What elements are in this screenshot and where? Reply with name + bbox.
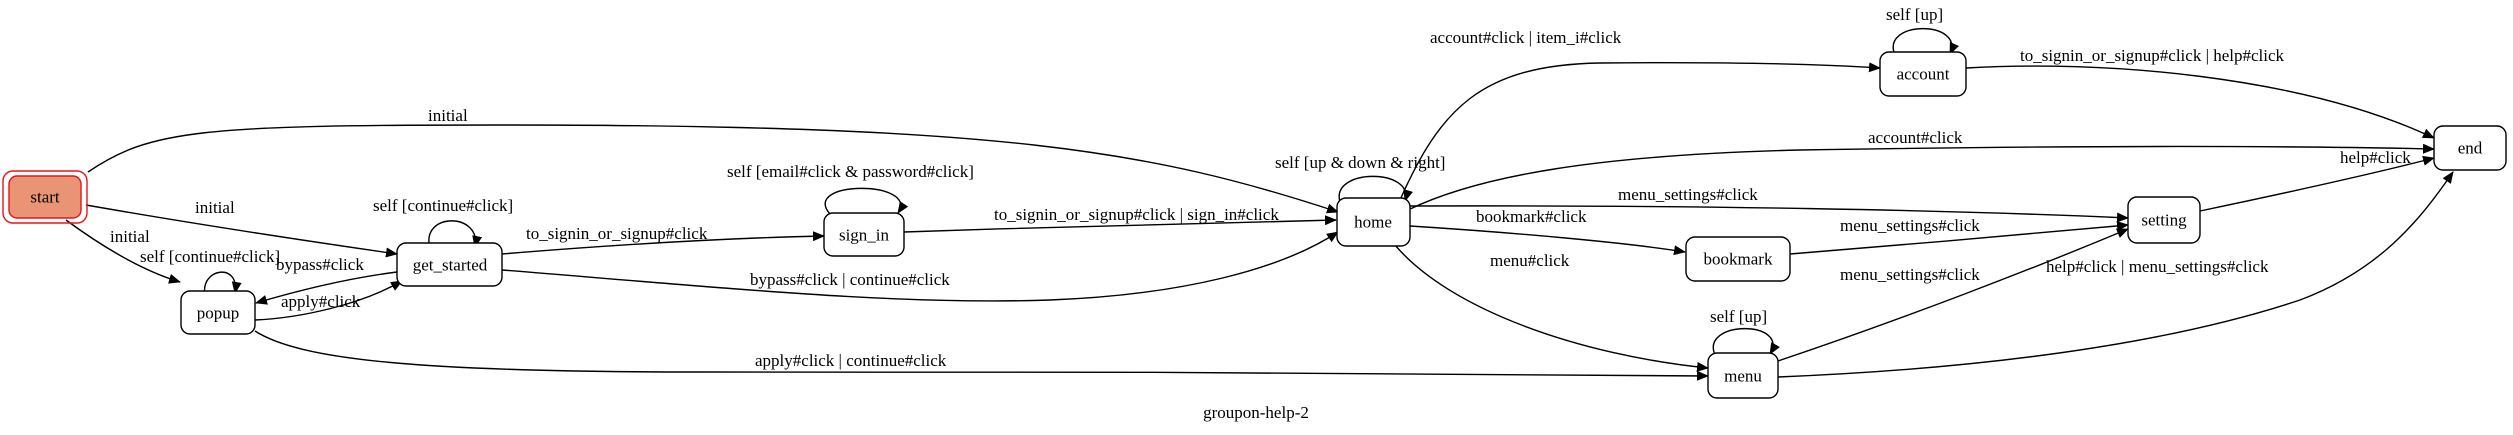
node-label-home: home: [1354, 213, 1392, 232]
edge-label-sign-in-self: self [email#click & password#click]: [727, 162, 974, 181]
edge-label-home-menu: menu#click: [1490, 251, 1570, 270]
node-sign-in: sign_in: [823, 212, 905, 257]
diagram-caption: groupon-help-2: [1203, 403, 1309, 422]
edge-label-get-started-sign-in: to_signin_or_signup#click: [526, 224, 708, 243]
node-label-popup: popup: [197, 304, 240, 323]
edge-menu-self: [1712, 328, 1780, 356]
edge-home-menu: [1394, 244, 1709, 372]
node-label-setting: setting: [2141, 211, 2187, 230]
edge-label-home-end: account#click: [1868, 128, 1963, 147]
edge-label-popup-self: self [continue#click]: [140, 247, 280, 266]
edge-label-account-end: to_signin_or_signup#click | help#click: [2020, 46, 2285, 65]
node-end: end: [2433, 125, 2507, 171]
nodes: start popup get_started sign_in home acc…: [2, 51, 2507, 399]
edge-menu-end: [1777, 171, 2454, 378]
edge-account-self: [1892, 28, 1959, 56]
edge-get-started-self: [428, 220, 483, 249]
node-home: home: [1336, 197, 1411, 247]
edge-label-home-account: account#click | item_i#click: [1430, 28, 1622, 47]
edge-bookmark-setting: [1789, 221, 2129, 255]
edge-sign-in-self: [824, 187, 909, 215]
edge-label-sign-in-home: to_signin_or_signup#click | sign_in#clic…: [994, 205, 1279, 224]
edge-start-popup: [65, 219, 181, 284]
edge-label-start-get-started: initial: [195, 198, 235, 217]
node-bookmark: bookmark: [1685, 236, 1791, 282]
edge-sign-in-home: [903, 215, 1337, 233]
edge-label-home-setting: menu_settings#click: [1618, 185, 1758, 204]
node-label-end: end: [2458, 139, 2483, 158]
edge-label-account-self: self [up]: [1886, 5, 1943, 24]
node-popup: popup: [180, 290, 256, 335]
node-get-started: get_started: [396, 242, 503, 287]
node-label-sign-in: sign_in: [839, 226, 890, 245]
edge-label-home-self: self [up & down & right]: [1275, 153, 1445, 172]
edge-setting-end: [2199, 155, 2435, 212]
edge-start-home: [87, 124, 1339, 214]
edge-label-home-bookmark: bookmark#click: [1476, 207, 1587, 226]
edge-label-get-started-home: bypass#click | continue#click: [750, 270, 950, 289]
edge-popup-self: [204, 271, 242, 296]
edge-label-popup-get-started: apply#click: [281, 292, 361, 311]
edge-label-menu-self: self [up]: [1710, 307, 1767, 326]
edge-label-bookmark-setting: menu_settings#click: [1840, 216, 1980, 235]
node-start: start: [2, 170, 88, 224]
node-label-menu: menu: [1724, 367, 1762, 386]
edge-popup-menu: [254, 330, 1709, 381]
edge-popup-get-started: [254, 280, 403, 321]
edge-start-get-started: [85, 204, 398, 258]
edge-get-started-home: [501, 231, 1339, 302]
edge-home-setting: [1409, 205, 2129, 223]
edge-menu-setting: [1777, 228, 2129, 362]
edge-label-popup-menu: apply#click | continue#click: [755, 351, 947, 370]
node-label-start: start: [30, 188, 60, 207]
edge-home-bookmark: [1409, 225, 1686, 256]
edge-label-menu-setting: menu_settings#click: [1840, 265, 1980, 284]
node-setting: setting: [2127, 196, 2201, 244]
edge-home-end: [1407, 143, 2435, 211]
edge-get-started-sign-in: [501, 231, 825, 255]
edge-home-account: [1399, 62, 1881, 201]
edge-label-menu-end: help#click | menu_settings#click: [2046, 257, 2269, 276]
edge-get-started-popup: [255, 271, 398, 305]
node-label-get-started: get_started: [413, 256, 488, 275]
edge-label-start-popup: initial: [110, 227, 150, 246]
edge-label-start-home: initial: [428, 106, 468, 125]
edge-label-setting-end: help#click: [2340, 148, 2411, 167]
node-label-bookmark: bookmark: [1704, 250, 1773, 269]
edge-label-get-started-self: self [continue#click]: [373, 196, 513, 215]
node-account: account: [1879, 51, 1967, 97]
edges: initial initial initial self [continue#c…: [65, 5, 2454, 381]
node-label-account: account: [1897, 65, 1950, 84]
edge-account-end: [1965, 65, 2435, 139]
node-menu: menu: [1707, 352, 1779, 399]
edge-label-get-started-popup: bypass#click: [276, 255, 364, 274]
